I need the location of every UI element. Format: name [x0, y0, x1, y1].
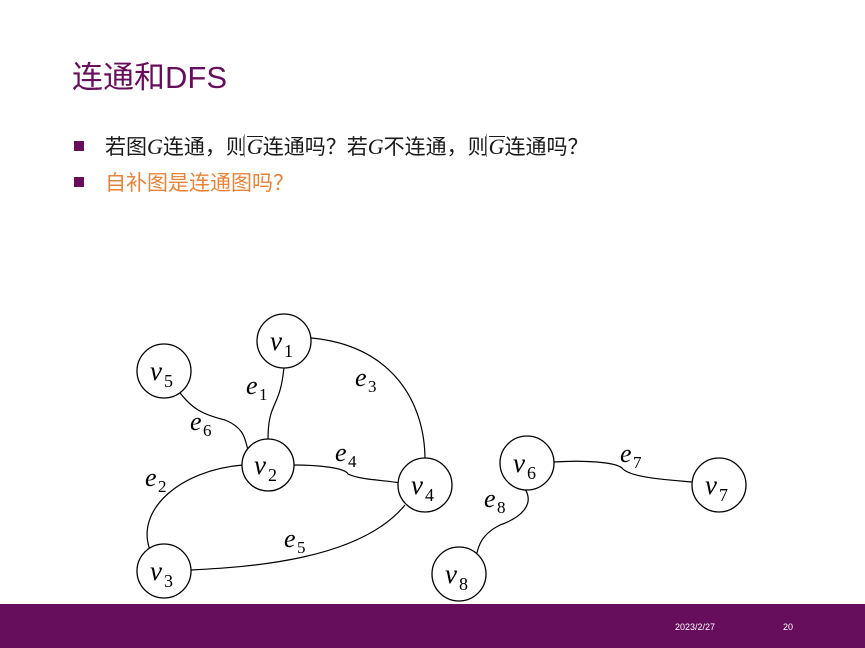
footer-date: 2023/2/27: [675, 622, 716, 632]
node-v6-label: v: [513, 448, 525, 478]
slide-title: 连通和DFS: [72, 52, 227, 97]
node-v3: v 3: [136, 543, 192, 599]
node-v6: v 6: [499, 435, 555, 491]
edge-e1-line: [267, 366, 285, 441]
edge-e2-label: e: [145, 463, 157, 492]
edge-e6-line: [177, 389, 249, 451]
edge-e5-label-group: e 5: [284, 524, 306, 557]
edge-e2-subscript: 2: [158, 477, 167, 496]
bullet-1-part-2: 连通，则: [162, 135, 247, 159]
edge-e7-subscript: 7: [633, 453, 642, 472]
node-v8: v 8: [431, 546, 487, 602]
edge-e2-label-group: e 2: [145, 463, 167, 496]
node-v1-subscript: 1: [284, 341, 293, 361]
edge-e8-subscript: 8: [497, 498, 506, 517]
edge-e7-line: [552, 460, 693, 483]
bullet-1-math-g-complement: G: [243, 134, 263, 159]
edge-e8-label: e: [484, 484, 496, 513]
bullet-1-part-5: 连通吗？: [504, 135, 589, 159]
graph-diagram: v 1 v 2 v 3 v 4 v 5 v 6 v: [136, 313, 747, 602]
edge-e4-label-group: e 4: [335, 438, 357, 471]
edge-e4-line: [292, 464, 401, 484]
edge-e2-line: [146, 464, 244, 551]
slide-title-latin: DFS: [165, 60, 227, 95]
node-v7-subscript: 7: [719, 485, 728, 505]
footer-bar: 2023/2/27 20: [0, 604, 865, 648]
bullet-square-icon: [74, 177, 84, 187]
node-v5: v 5: [136, 343, 192, 399]
bullet-item-1: 若图G连通，则G连通吗？若G不连通，则G连通吗？: [74, 128, 589, 164]
bullet-2-text: 自补图是连通图吗？: [105, 171, 294, 195]
node-v1-label: v: [270, 326, 282, 356]
edge-labels: e 1 e 2 e 3 e 4 e 5 e 6 e 7 e 8: [145, 363, 642, 557]
node-v5-subscript: 5: [164, 371, 173, 391]
page-number: 20: [783, 622, 794, 632]
edge-e7-label: e: [620, 439, 632, 468]
edge-e6-label-group: e 6: [190, 407, 212, 440]
node-v5-label: v: [150, 356, 162, 386]
bullet-1-part-3: 连通吗？若: [262, 135, 368, 159]
edge-e6-label: e: [190, 407, 202, 436]
graph-nodes: v 1 v 2 v 3 v 4 v 5 v 6 v: [136, 313, 747, 602]
edge-e5-label: e: [284, 524, 296, 553]
edge-e3-label: e: [355, 363, 367, 392]
bullet-item-2: 自补图是连通图吗？: [74, 164, 589, 200]
edge-e1-subscript: 1: [259, 385, 268, 404]
edge-e3-subscript: 3: [368, 377, 377, 396]
bullet-1-part-1: 若图: [105, 135, 147, 159]
node-v6-subscript: 6: [527, 463, 536, 483]
node-v2-subscript: 2: [268, 465, 277, 485]
node-v8-label: v: [445, 559, 457, 589]
bullet-square-icon: [74, 141, 84, 151]
bullet-1-math-g: G: [147, 134, 163, 159]
edge-e1-label-group: e 1: [246, 371, 268, 404]
node-v4-label: v: [411, 470, 423, 500]
edge-e1-label: e: [246, 371, 258, 400]
node-v8-subscript: 8: [459, 574, 468, 594]
node-v2: v 2: [241, 438, 295, 492]
node-v7: v 7: [691, 457, 747, 513]
edge-e6-subscript: 6: [203, 421, 212, 440]
node-v4: v 4: [397, 457, 453, 513]
edge-e8-label-group: e 8: [484, 484, 506, 517]
edge-e4-subscript: 4: [348, 452, 357, 471]
bullet-1-math-g-2: G: [367, 134, 384, 159]
bullet-1-part-4: 不连通，则: [383, 135, 489, 159]
bullet-1-text: 若图G连通，则G连通吗？若G不连通，则G连通吗？: [105, 131, 589, 161]
node-v1: v 1: [256, 313, 312, 369]
edge-e5-line: [190, 504, 406, 571]
edge-e4-label: e: [335, 438, 347, 467]
slide-title-zh: 连通和: [72, 60, 165, 96]
bullet-1-math-g-complement-2: G: [485, 134, 505, 159]
edge-e3-label-group: e 3: [355, 363, 377, 396]
edge-e8-line: [475, 488, 529, 558]
node-v3-subscript: 3: [164, 571, 173, 591]
node-v3-label: v: [150, 556, 162, 586]
edge-e5-subscript: 5: [297, 538, 306, 557]
edge-e3-line: [310, 337, 426, 461]
bullet-list: 若图G连通，则G连通吗？若G不连通，则G连通吗？ 自补图是连通图吗？: [74, 128, 589, 200]
edge-e7-label-group: e 7: [620, 439, 642, 472]
node-v2-label: v: [254, 450, 266, 480]
node-v4-subscript: 4: [425, 485, 434, 505]
node-v7-label: v: [705, 470, 717, 500]
